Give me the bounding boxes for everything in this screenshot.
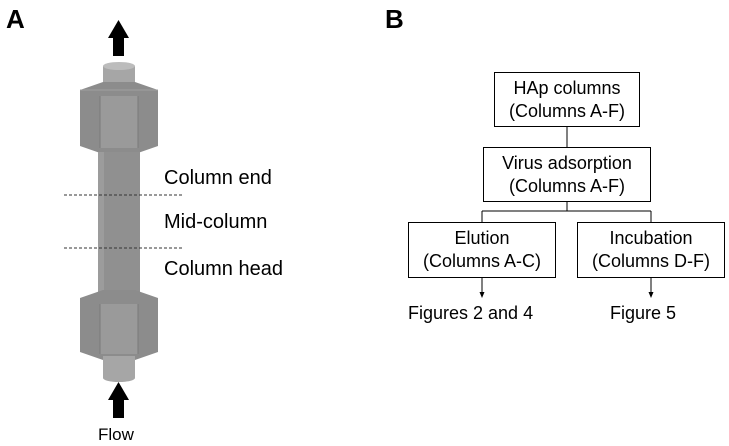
column-end-label: Column end xyxy=(164,167,272,189)
incubation-subtitle: (Columns D-F) xyxy=(591,251,710,271)
flow-label: Flow xyxy=(98,425,134,444)
elution-box: Elution (Columns A-C) xyxy=(408,222,556,278)
column-body xyxy=(80,62,158,382)
outflow-arrow-icon xyxy=(108,20,129,56)
column-head-label: Column head xyxy=(164,258,283,280)
arrow-to-results-left-icon xyxy=(479,278,485,298)
panel-b-label: B xyxy=(385,4,404,34)
incubation-title: Incubation xyxy=(609,228,693,248)
incubation-box: Incubation (Columns D-F) xyxy=(577,222,725,278)
elution-subtitle: (Columns A-C) xyxy=(422,251,542,271)
virus-adsorption-subtitle: (Columns A-F) xyxy=(508,175,625,196)
hap-columns-subtitle: (Columns A-F) xyxy=(508,100,625,121)
hap-columns-title: HAp columns xyxy=(513,77,621,98)
arrow-to-results-right-icon xyxy=(648,278,654,298)
mid-column-label: Mid-column xyxy=(164,211,268,233)
result-right-label: Figure 5 xyxy=(610,303,677,323)
elution-title: Elution xyxy=(454,228,510,248)
inflow-arrow-icon xyxy=(108,382,129,418)
hap-columns-box: HAp columns (Columns A-F) xyxy=(494,72,640,127)
virus-adsorption-box: Virus adsorption (Columns A-F) xyxy=(483,147,651,202)
virus-adsorption-title: Virus adsorption xyxy=(502,152,632,173)
panel-a-label: A xyxy=(6,4,25,34)
result-left-label: Figures 2 and 4 xyxy=(408,303,534,323)
